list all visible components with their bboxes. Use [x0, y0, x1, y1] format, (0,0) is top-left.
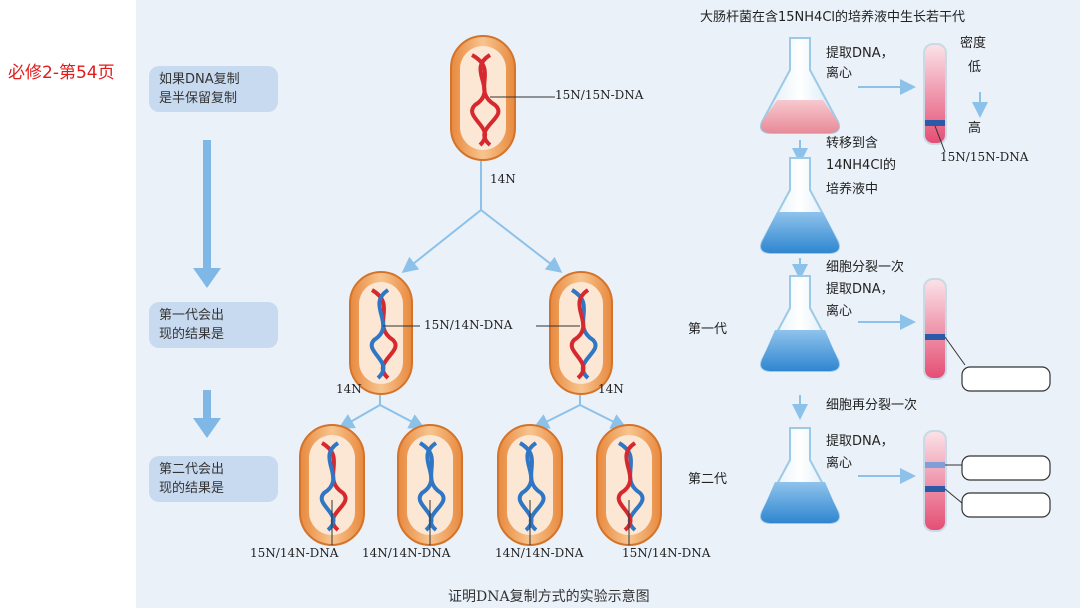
box-hypothesis-line2: 是半保留复制 — [159, 91, 238, 106]
divide-once-label: 细胞分裂一次 — [826, 260, 905, 275]
box-gen1-question: 第一代会出 现的结果是 — [149, 302, 278, 348]
transfer-line2: 14NH4Cl的 — [826, 158, 897, 173]
parent-dna-label: 15N/15N-DNA — [555, 88, 644, 102]
extract1-line2: 离心 — [826, 66, 853, 81]
tube1-dna-label: 15N/15N-DNA — [940, 150, 1029, 164]
branch-arrows — [338, 158, 628, 429]
gen2-bacterium-2 — [397, 424, 463, 546]
extract2-line2: 离心 — [826, 304, 853, 319]
gen1-bacterium-left — [349, 271, 420, 395]
box-gen2-line1: 第二代会出 — [159, 462, 225, 477]
gen1-bacterium-right — [536, 271, 613, 395]
n14-label-right: 14N — [598, 382, 624, 396]
high-label: 高 — [968, 121, 982, 136]
flask-gen2 — [760, 427, 840, 524]
header-text: 大肠杆菌在含15NH4Cl的培养液中生长若干代 — [700, 10, 966, 25]
parent-bacterium — [450, 35, 555, 161]
flask-14n — [760, 157, 840, 254]
gen2-bacterium-4 — [596, 424, 662, 546]
centrifuge-tube-3 — [923, 430, 963, 532]
gen2-label: 第二代 — [688, 472, 728, 487]
extract1-line1: 提取DNA， — [826, 46, 894, 61]
transfer-line1: 转移到含 — [826, 136, 879, 151]
density-label: 密度 — [960, 36, 987, 51]
gen2-dna-label-4: 15N/14N-DNA — [622, 546, 711, 560]
box-gen2-question: 第二代会出 现的结果是 — [149, 456, 278, 502]
flask-gen1 — [760, 275, 840, 372]
page-reference: 必修2-第54页 — [8, 63, 115, 83]
n14-label-left: 14N — [336, 382, 362, 396]
answer-box-gen2-lower[interactable] — [961, 492, 1051, 518]
gen2-dna-label-3: 14N/14N-DNA — [495, 546, 584, 560]
gen2-bacterium-1 — [299, 424, 365, 546]
low-label: 低 — [968, 60, 982, 75]
answer-box-gen2-upper[interactable] — [961, 455, 1051, 481]
transfer-line3: 培养液中 — [826, 182, 879, 197]
figure-caption: 证明DNA复制方式的实验示意图 — [448, 589, 650, 605]
extract2-line1: 提取DNA， — [826, 282, 894, 297]
gen2-dna-label-2: 14N/14N-DNA — [362, 546, 451, 560]
answer-box-gen1[interactable] — [961, 366, 1051, 392]
gen2-dna-label-1: 15N/14N-DNA — [250, 546, 339, 560]
box-gen2-line2: 现的结果是 — [159, 481, 225, 496]
gen1-dna-label: 15N/14N-DNA — [424, 318, 513, 332]
box-hypothesis-line1: 如果DNA复制 — [159, 72, 240, 87]
centrifuge-tube-2 — [923, 278, 966, 380]
gen2-bacterium-3 — [497, 424, 563, 546]
box-hypothesis: 如果DNA复制 是半保留复制 — [149, 66, 278, 112]
box-gen1-line2: 现的结果是 — [159, 327, 225, 342]
gen1-label: 第一代 — [688, 322, 728, 337]
n14-label-top: 14N — [490, 172, 516, 186]
divide-again-label: 细胞再分裂一次 — [826, 398, 918, 413]
extract3-line2: 离心 — [826, 456, 853, 471]
right-flow-arrows — [792, 79, 988, 484]
left-flow-arrows — [193, 140, 221, 438]
extract3-line1: 提取DNA， — [826, 434, 894, 449]
flask-15n — [760, 37, 840, 134]
centrifuge-tube-1 — [923, 43, 947, 153]
box-gen1-line1: 第一代会出 — [159, 308, 225, 323]
